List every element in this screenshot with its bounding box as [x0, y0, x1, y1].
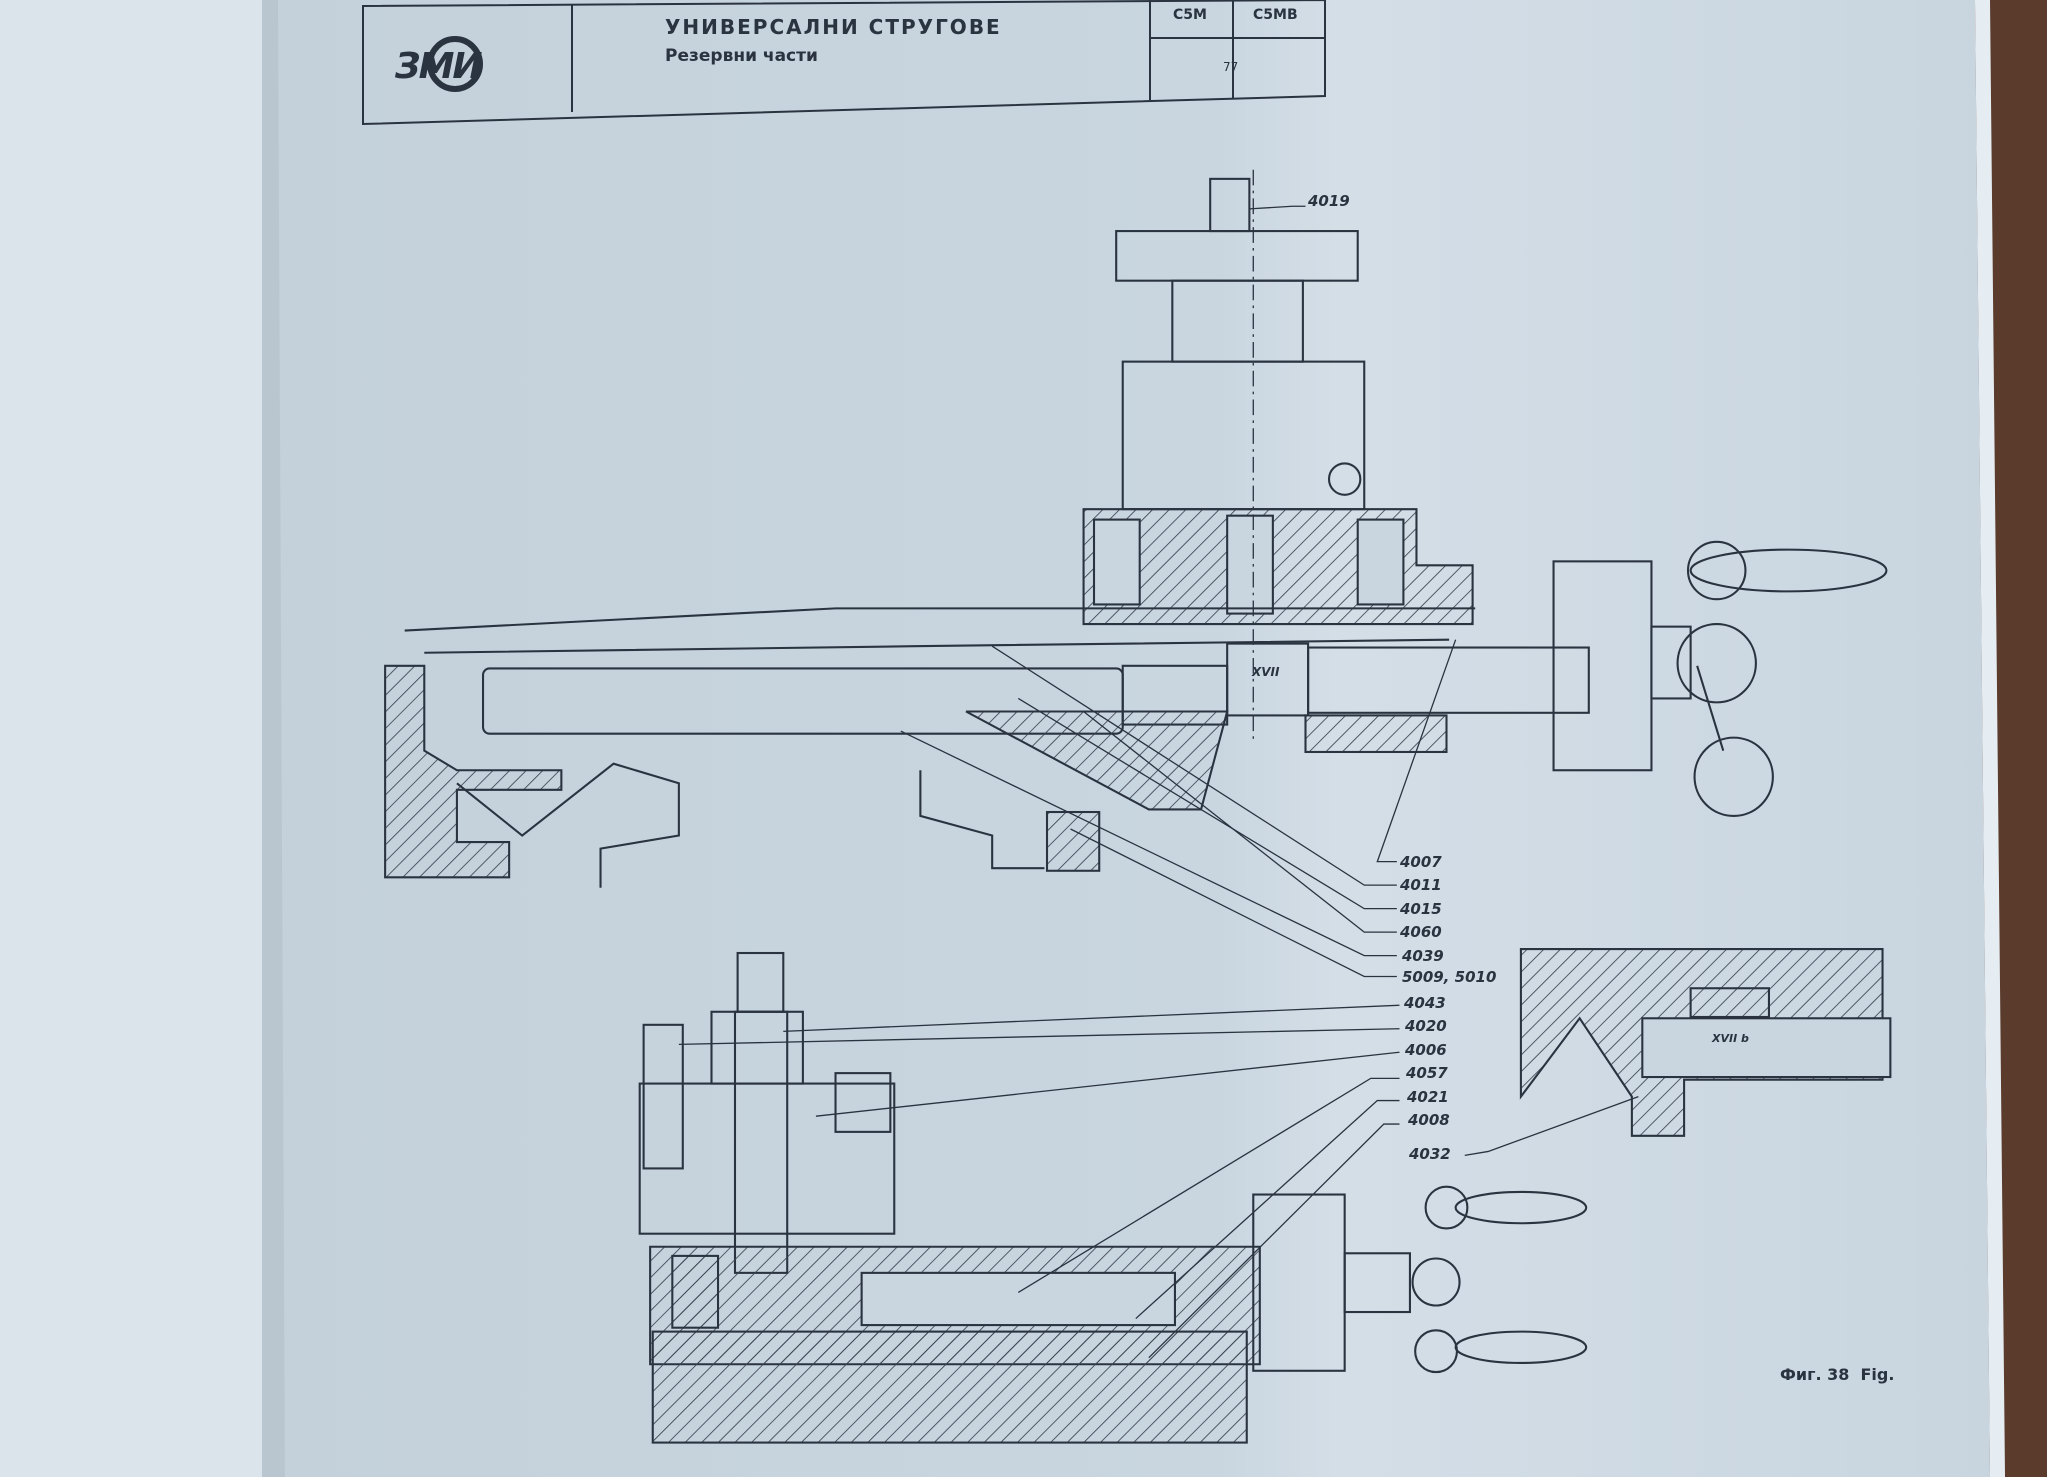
logo: ЗМИ: [394, 36, 484, 92]
part-label: 4020: [1405, 1017, 1447, 1035]
part-label: 5009, 5010: [1402, 968, 1497, 986]
model-c5m: C5M: [1173, 7, 1207, 23]
left-page: [0, 0, 290, 1477]
model-c5mb: C5MB: [1253, 7, 1298, 23]
figure-caption: Фиг. 38 Fig.: [1780, 1365, 1895, 1384]
part-label: 4006: [1405, 1041, 1447, 1059]
part-label: 4011: [1400, 876, 1442, 894]
part-label: 4039: [1402, 947, 1444, 965]
part-label-4032: 4032: [1409, 1145, 1451, 1163]
part-label: 4021: [1407, 1088, 1449, 1106]
part-label: 4007: [1400, 853, 1442, 871]
section-mark-xvii-b: XVII b: [1712, 1032, 1749, 1045]
detail-view-drawing: [1519, 948, 1892, 1137]
part-label: 4015: [1400, 900, 1442, 918]
leader-lines: [678, 205, 1639, 1359]
part-label: 4043: [1404, 994, 1446, 1012]
part-label: 4060: [1400, 923, 1442, 941]
section-mark-xvii: XVII: [1252, 665, 1280, 679]
part-label: 4008: [1408, 1111, 1450, 1129]
page-number: 77: [1223, 60, 1239, 74]
part-label: 4057: [1406, 1064, 1448, 1082]
upper-assembly-drawing: [384, 169, 1888, 888]
document-title: УНИВЕРСАЛНИ СТРУГОВЕ: [665, 15, 1002, 39]
svg-text:ЗМИ: ЗМИ: [394, 46, 482, 87]
part-label-4019: 4019: [1308, 192, 1350, 210]
document-subtitle: Резервни части: [665, 46, 818, 66]
title-block: [362, 0, 1326, 126]
lower-assembly-drawing: [638, 951, 1588, 1444]
